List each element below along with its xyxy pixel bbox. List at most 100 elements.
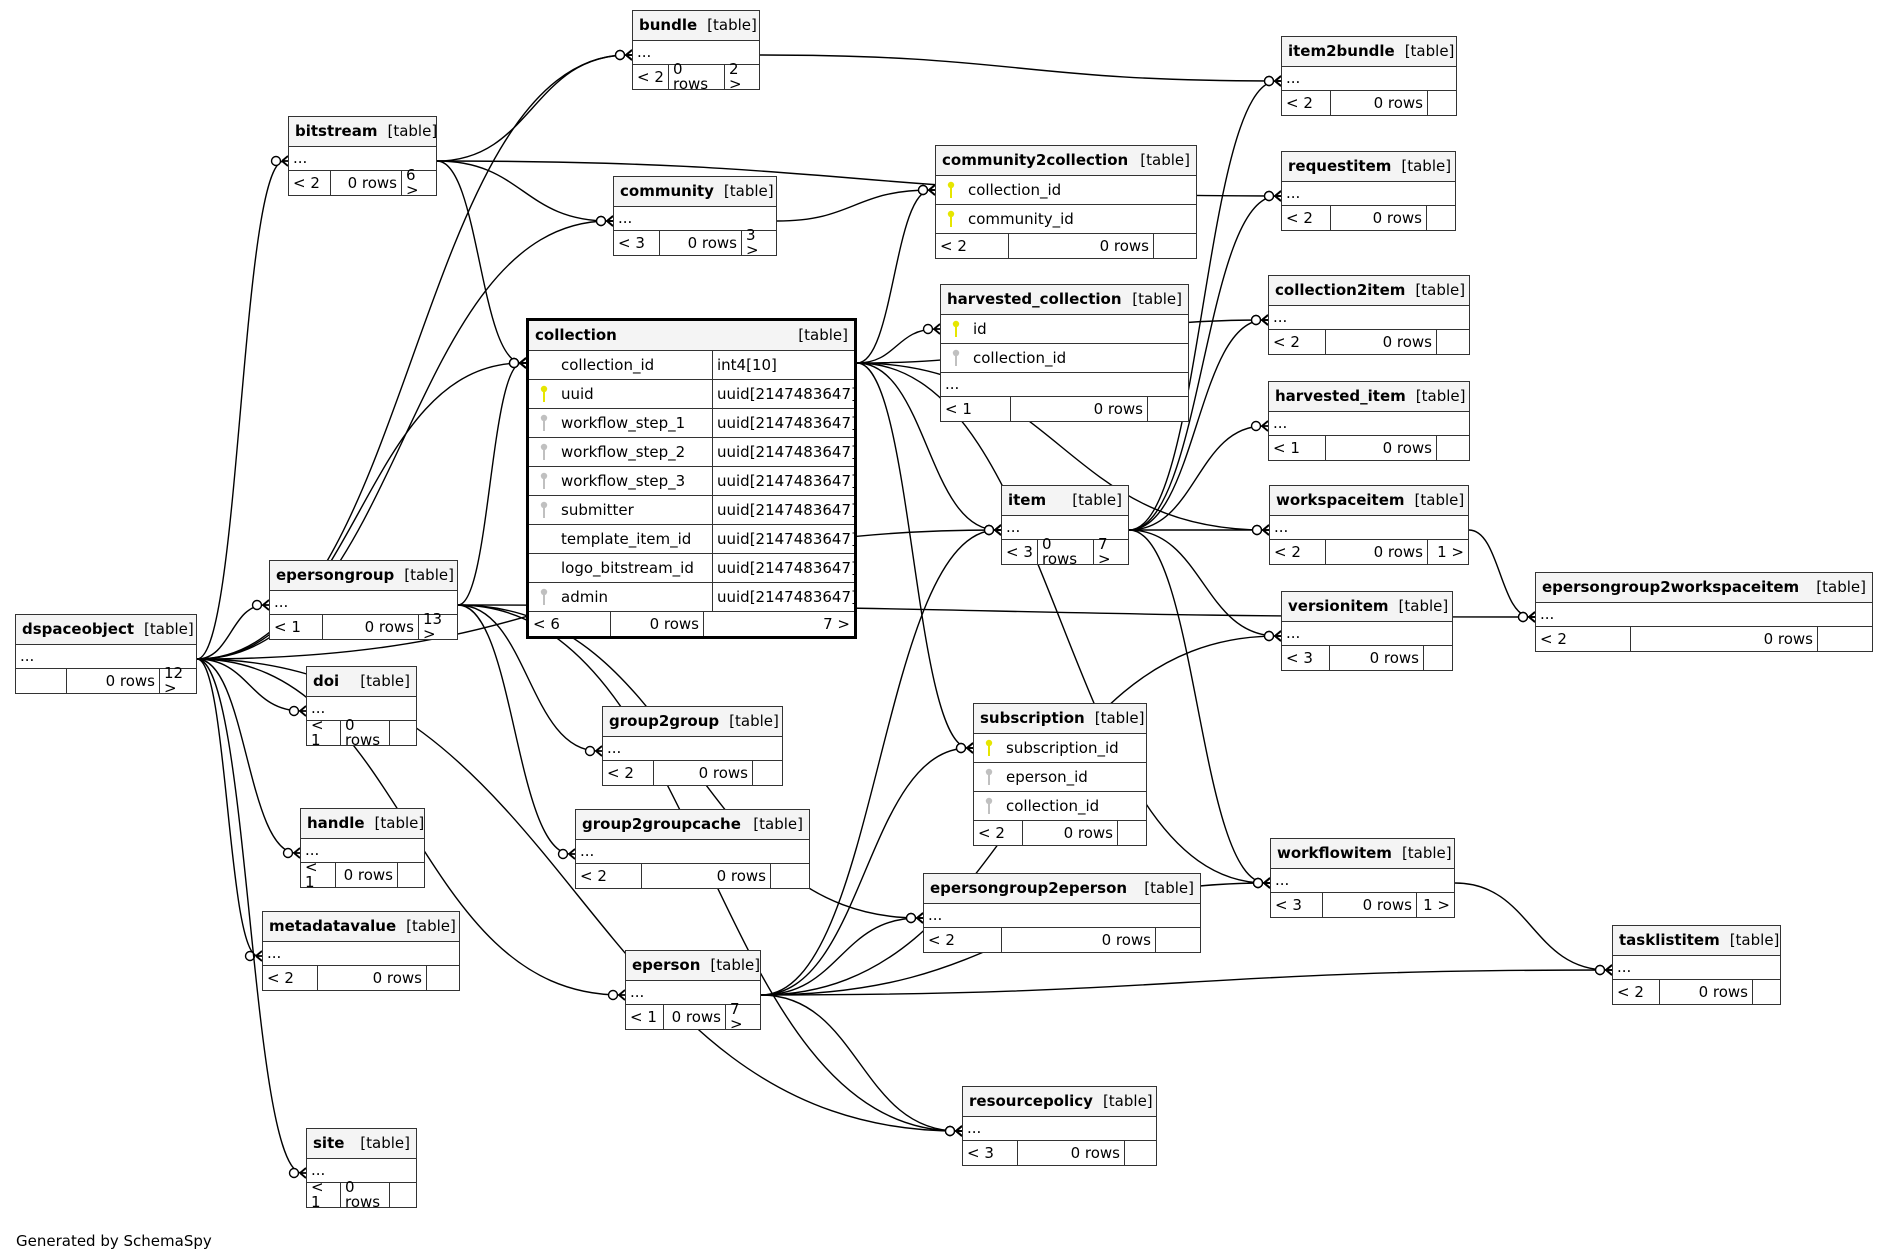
table-header[interactable]: handle [table] xyxy=(301,809,424,839)
children-link[interactable] xyxy=(1424,646,1452,670)
table-versionitem[interactable]: versionitem [table]... < 3 0 rows xyxy=(1281,591,1453,671)
parents-link[interactable]: < 2 xyxy=(1282,206,1331,230)
table-header[interactable]: collection2item [table] xyxy=(1269,276,1469,306)
table-header[interactable]: bundle [table] xyxy=(633,11,759,41)
table-header[interactable]: harvested_collection [table] xyxy=(941,285,1188,315)
table-header[interactable]: epersongroup [table] xyxy=(270,561,457,591)
parents-link[interactable]: < 2 xyxy=(289,171,331,195)
column-name[interactable]: collection_id xyxy=(968,180,1062,199)
parents-link[interactable]: < 2 xyxy=(936,234,1009,258)
column-row[interactable]: collection_id xyxy=(936,176,1196,205)
parents-link[interactable]: < 2 xyxy=(1613,980,1660,1004)
column-row[interactable]: id xyxy=(941,315,1188,344)
table-header[interactable]: community2collection [table] xyxy=(936,146,1196,176)
column-name[interactable]: submitter xyxy=(561,500,634,519)
table-header[interactable]: versionitem [table] xyxy=(1282,592,1452,622)
table-name[interactable]: item2bundle xyxy=(1288,42,1395,60)
table-header[interactable]: requestitem [table] xyxy=(1282,152,1455,182)
table-header[interactable]: workflowitem [table] xyxy=(1271,839,1454,869)
children-link[interactable] xyxy=(1148,397,1188,421)
parents-link[interactable]: < 1 xyxy=(941,397,1011,421)
table-tasklistitem[interactable]: tasklistitem [table]... < 2 0 rows xyxy=(1612,925,1781,1005)
table-subscription[interactable]: subscription [table] subscription_id epe… xyxy=(973,703,1147,846)
column-row[interactable]: subscription_id xyxy=(974,734,1146,763)
table-header[interactable]: community [table] xyxy=(614,177,776,207)
table-name[interactable]: dspaceobject xyxy=(22,620,135,638)
table-name[interactable]: community xyxy=(620,182,714,200)
table-header[interactable]: epersongroup2workspaceitem [table] xyxy=(1536,573,1872,603)
parents-link[interactable]: < 2 xyxy=(633,65,669,89)
column-row[interactable]: collection_id xyxy=(974,792,1146,821)
children-link[interactable] xyxy=(1437,330,1469,354)
column-name[interactable]: workflow_step_2 xyxy=(561,442,686,461)
children-link[interactable] xyxy=(753,761,782,785)
children-link[interactable] xyxy=(771,864,809,888)
column-name[interactable]: workflow_step_1 xyxy=(561,413,686,432)
children-link[interactable]: 3 > xyxy=(746,226,759,259)
table-harvested_item[interactable]: harvested_item [table]... < 1 0 rows xyxy=(1268,381,1470,461)
children-link[interactable]: 2 > xyxy=(729,60,742,93)
table-epersongroup2workspaceitem[interactable]: epersongroup2workspaceitem [table]... < … xyxy=(1535,572,1873,652)
column-name[interactable]: logo_bitstream_id xyxy=(561,558,694,577)
children-link[interactable] xyxy=(398,863,424,887)
table-header[interactable]: tasklistitem [table] xyxy=(1613,926,1780,956)
column-name[interactable]: community_id xyxy=(968,209,1074,228)
parents-link[interactable]: < 3 xyxy=(963,1141,1018,1165)
table-collection2item[interactable]: collection2item [table]... < 2 0 rows xyxy=(1268,275,1470,355)
table-epersongroup[interactable]: epersongroup [table]... < 1 0 rows 13 > xyxy=(269,560,458,643)
children-link[interactable]: 12 > xyxy=(164,664,184,697)
children-link[interactable] xyxy=(390,721,416,745)
children-link[interactable] xyxy=(427,966,459,990)
children-link[interactable] xyxy=(1428,91,1456,115)
table-item[interactable]: item [table]... < 3 0 rows 7 > xyxy=(1001,485,1129,567)
parents-link[interactable]: < 2 xyxy=(1282,91,1331,115)
parents-link[interactable]: < 2 xyxy=(576,864,642,888)
table-name[interactable]: harvested_item xyxy=(1275,387,1406,405)
table-name[interactable]: epersongroup2eperson xyxy=(930,879,1128,897)
table-name[interactable]: item xyxy=(1008,491,1047,509)
table-doi[interactable]: doi [table]... < 1 0 rows xyxy=(306,666,417,748)
column-name[interactable]: collection_id xyxy=(1006,796,1100,815)
table-workflowitem[interactable]: workflowitem [table]... < 3 0 rows 1 > xyxy=(1270,838,1455,918)
column-name[interactable]: collection_id xyxy=(561,355,655,374)
children-link[interactable]: 1 > xyxy=(1437,542,1464,561)
table-name[interactable]: collection xyxy=(535,326,617,344)
parents-link[interactable]: < 3 xyxy=(614,231,660,255)
children-link[interactable] xyxy=(1125,1141,1156,1165)
parents-link[interactable]: < 2 xyxy=(974,821,1023,845)
table-name[interactable]: versionitem xyxy=(1288,597,1389,615)
table-group2groupcache[interactable]: group2groupcache [table]... < 2 0 rows xyxy=(575,809,810,889)
table-bitstream[interactable]: bitstream [table]... < 2 0 rows 6 > xyxy=(288,116,437,198)
table-name[interactable]: collection2item xyxy=(1275,281,1406,299)
table-item2bundle[interactable]: item2bundle [table]... < 2 0 rows xyxy=(1281,36,1457,116)
parents-link[interactable]: < 1 xyxy=(626,1005,664,1029)
children-link[interactable]: 1 > xyxy=(1423,895,1450,914)
table-header[interactable]: harvested_item [table] xyxy=(1269,382,1469,412)
column-name[interactable]: admin xyxy=(561,587,608,606)
column-row[interactable]: community_id xyxy=(936,205,1196,234)
table-name[interactable]: epersongroup xyxy=(276,566,395,584)
children-link[interactable]: 13 > xyxy=(423,610,443,643)
parents-link[interactable]: < 1 xyxy=(270,615,323,639)
parents-link[interactable]: < 3 xyxy=(1282,646,1330,670)
table-community[interactable]: community [table]... < 3 0 rows 3 > xyxy=(613,176,777,259)
table-header[interactable]: workspaceitem [table] xyxy=(1270,486,1468,516)
children-link[interactable] xyxy=(1118,821,1146,845)
column-name[interactable]: subscription_id xyxy=(1006,738,1119,757)
table-header[interactable]: doi [table] xyxy=(307,667,416,697)
table-handle[interactable]: handle [table]... < 1 0 rows xyxy=(300,808,425,890)
table-name[interactable]: group2group xyxy=(609,712,720,730)
table-header[interactable]: item2bundle [table] xyxy=(1282,37,1456,67)
table-header[interactable]: collection [table] xyxy=(529,321,854,351)
column-name[interactable]: id xyxy=(973,319,987,338)
children-link[interactable] xyxy=(1437,436,1469,460)
table-metadatavalue[interactable]: metadatavalue [table]... < 2 0 rows xyxy=(262,911,460,991)
table-name[interactable]: subscription xyxy=(980,709,1085,727)
